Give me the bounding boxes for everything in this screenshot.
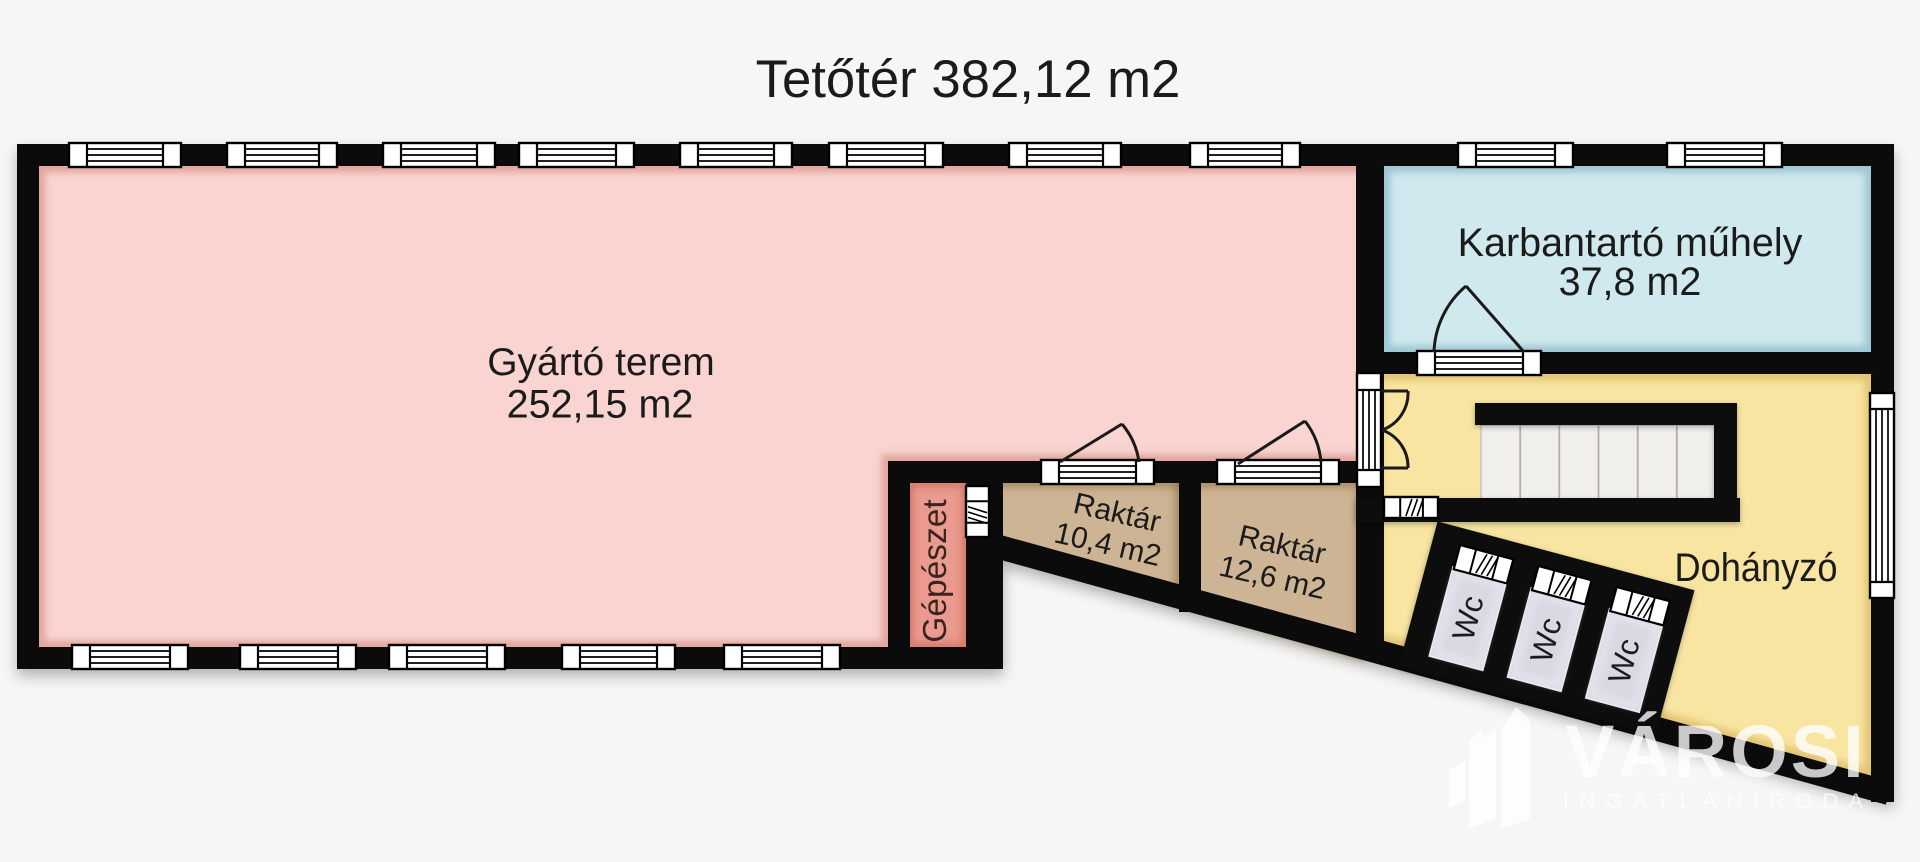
svg-text:Gyártó terem: Gyártó terem <box>487 341 715 384</box>
svg-text:INGATLANIRODA: INGATLANIRODA <box>1563 789 1874 813</box>
svg-text:252,15 m2: 252,15 m2 <box>507 383 694 427</box>
svg-text:37,8 m2: 37,8 m2 <box>1559 260 1702 304</box>
svg-text:Karbantartó műhely: Karbantartó műhely <box>1458 221 1803 265</box>
svg-text:Dohányzó: Dohányzó <box>1675 546 1838 590</box>
svg-text:VÁROSI: VÁROSI <box>1565 710 1867 793</box>
svg-text:Tetőtér 382,12 m2: Tetőtér 382,12 m2 <box>756 50 1181 109</box>
svg-text:Gépészet: Gépészet <box>917 499 954 643</box>
